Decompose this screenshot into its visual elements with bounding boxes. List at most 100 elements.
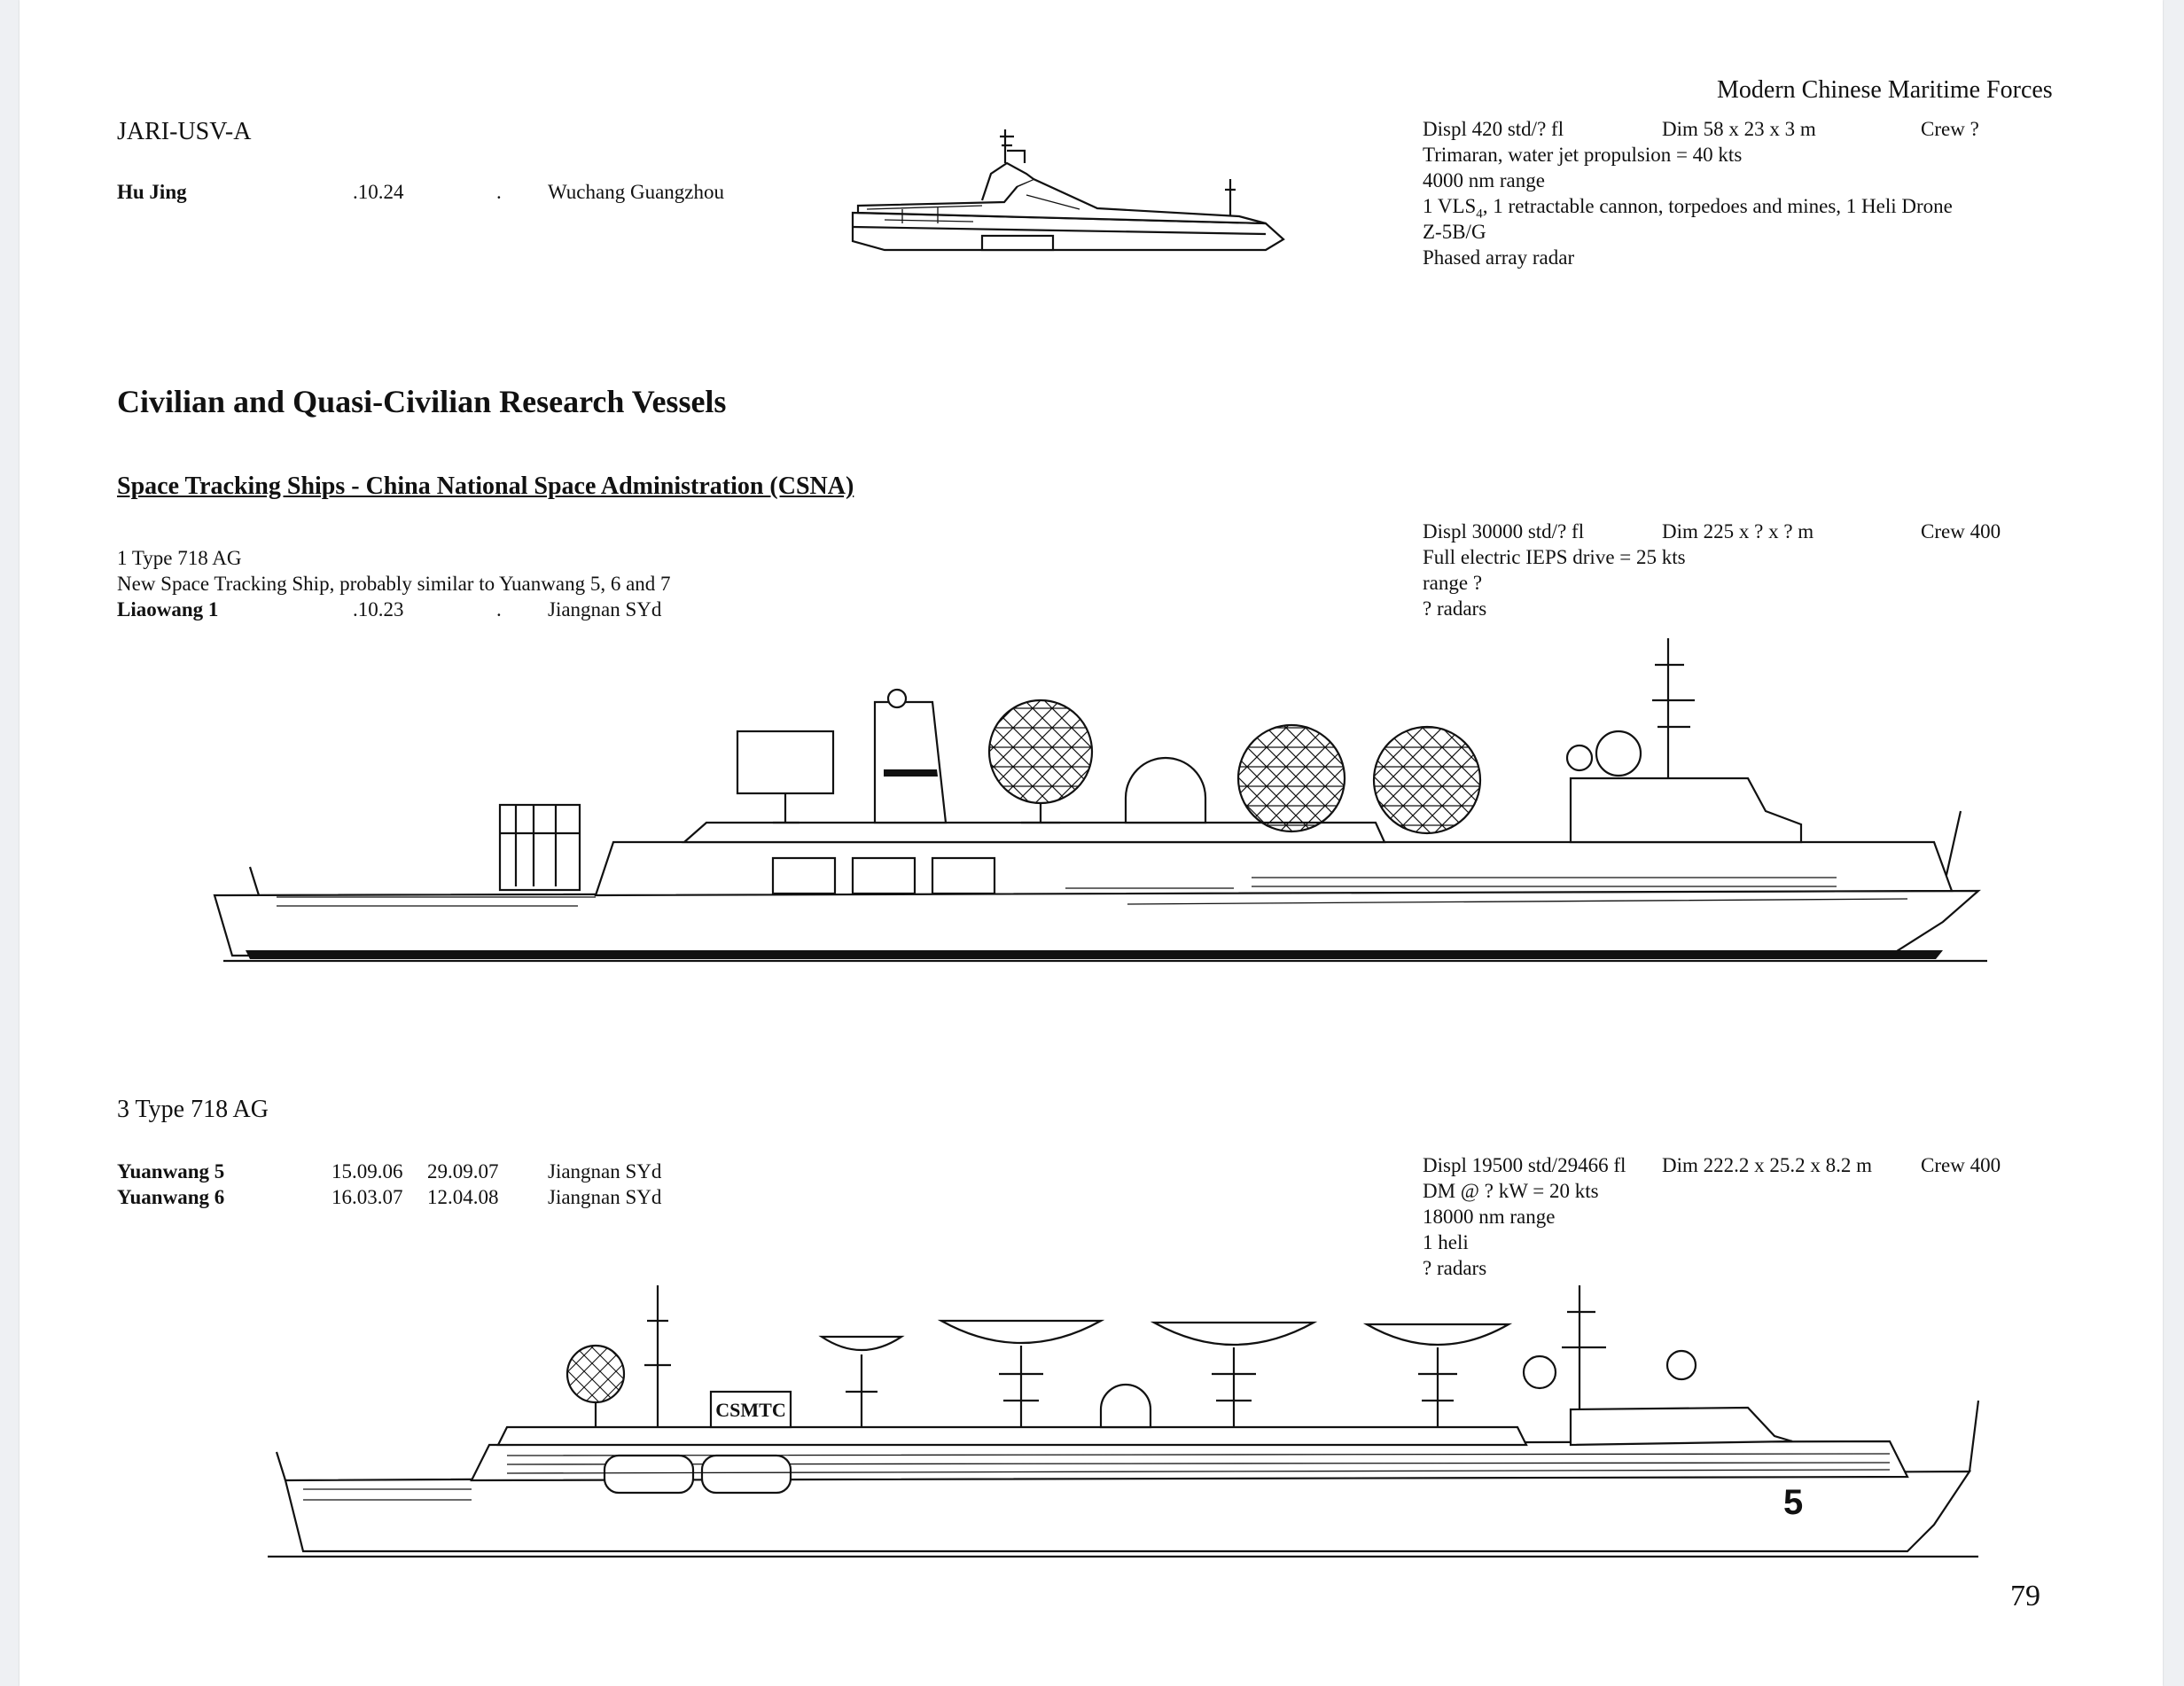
liaowang-dome-2 bbox=[1124, 756, 1207, 824]
usv-launched: .10.24 bbox=[353, 181, 404, 203]
liaowang-class-line: 1 Type 718 AG bbox=[117, 547, 242, 569]
liaowang-mast bbox=[1652, 638, 1695, 778]
liaowang-dome-3 bbox=[1236, 723, 1346, 833]
usv-displacement: Displ 420 std/? fl bbox=[1423, 118, 1564, 140]
yuanwang-crew: Crew 400 bbox=[1921, 1154, 2001, 1176]
liaowang-lifeboat-1 bbox=[771, 856, 837, 895]
liaowang-antenna-screen bbox=[736, 730, 835, 795]
running-header: Modern Chinese Maritime Forces bbox=[1717, 76, 2053, 104]
yuanwang-dome-aft bbox=[566, 1344, 626, 1404]
usv-ship-drawing bbox=[851, 129, 1285, 252]
yuanwang-upper-deck bbox=[496, 1425, 1528, 1447]
usv-commissioned: . bbox=[496, 181, 502, 203]
yuanwang-dish-1 bbox=[818, 1335, 905, 1351]
liaowang-crane bbox=[498, 803, 581, 892]
yuanwang-dish-3 bbox=[1150, 1321, 1318, 1346]
yuanwang-ship-name-1: Yuanwang 5 bbox=[117, 1160, 225, 1183]
liaowang-lifeboat-2 bbox=[851, 856, 916, 895]
yuanwang-small-dome bbox=[1099, 1383, 1152, 1429]
usv-bridge bbox=[980, 161, 1034, 201]
liaowang-crew: Crew 400 bbox=[1921, 520, 2001, 542]
liaowang-crane-detail bbox=[500, 805, 580, 886]
liaowang-antenna-pedestal bbox=[773, 793, 800, 824]
yuanwang-fore-mast bbox=[1562, 1285, 1606, 1409]
usv-propulsion: Trimaran, water jet propulsion = 40 kts bbox=[1423, 144, 1743, 166]
liaowang-deck-lines bbox=[277, 896, 1908, 907]
liaowang-dome-4 bbox=[1372, 725, 1482, 835]
liaowang-commissioned: . bbox=[496, 598, 502, 621]
usv-armament-sub: 4 bbox=[1476, 207, 1483, 222]
yuanwang-bridge-dome-1 bbox=[1522, 1354, 1557, 1390]
yuanwang-dish-4-pedestal bbox=[1418, 1347, 1457, 1427]
usv-armament-a: 1 VLS bbox=[1423, 195, 1477, 217]
usv-armament-cont: Z-5B/G bbox=[1423, 221, 1486, 243]
yuanwang-bridge-dome-2 bbox=[1665, 1349, 1697, 1381]
yuanwang-dish-4 bbox=[1362, 1323, 1513, 1346]
liaowang-small-dome-1 bbox=[1565, 744, 1594, 772]
liaowang-description: New Space Tracking Ship, probably simila… bbox=[117, 573, 671, 595]
liaowang-funnel bbox=[873, 700, 948, 824]
yuanwang-dish-3-pedestal bbox=[1212, 1347, 1256, 1427]
usv-mast bbox=[1000, 129, 1026, 163]
liaowang-ship-name: Liaowang 1 bbox=[117, 598, 219, 621]
yuanwang-staffs bbox=[275, 1400, 1980, 1481]
yuanwang-dish-2 bbox=[937, 1319, 1105, 1344]
usv-waterline bbox=[852, 225, 1267, 236]
yuanwang-window-row bbox=[506, 1469, 1891, 1474]
usv-builder: Wuchang Guangzhou bbox=[548, 181, 724, 203]
yuanwang-ship-drawing: CSMTC 5 bbox=[268, 1285, 1980, 1558]
liaowang-ship-drawing bbox=[213, 638, 1987, 963]
liaowang-propulsion: Full electric IEPS drive = 25 kts bbox=[1423, 546, 1686, 568]
yuanwang-main-mast bbox=[644, 1285, 671, 1427]
yuanwang-builder-1: Jiangnan SYd bbox=[548, 1160, 662, 1183]
usv-sponson bbox=[980, 234, 1055, 252]
liaowang-upper-deck bbox=[682, 821, 1386, 844]
yuanwang-deck-lines bbox=[303, 1453, 1891, 1501]
liaowang-builder: Jiangnan SYd bbox=[548, 598, 662, 621]
yuanwang-commissioned-2: 12.04.08 bbox=[427, 1186, 499, 1208]
yuanwang-builder-2: Jiangnan SYd bbox=[548, 1186, 662, 1208]
liaowang-bridge bbox=[1569, 777, 1803, 844]
yuanwang-bridge bbox=[1569, 1406, 1793, 1447]
liaowang-lifeboat-3 bbox=[931, 856, 996, 895]
liaowang-funnel-band bbox=[884, 769, 938, 777]
document-page: Modern Chinese Maritime Forces JARI-USV-… bbox=[20, 0, 2163, 1686]
usv-dimensions: Dim 58 x 23 x 3 m bbox=[1662, 118, 1816, 140]
yuanwang-lifeboat-1 bbox=[603, 1454, 695, 1495]
usv-crew: Crew ? bbox=[1921, 118, 1979, 140]
liaowang-small-dome-2 bbox=[1595, 730, 1642, 777]
section-title: Civilian and Quasi-Civilian Research Ves… bbox=[117, 384, 727, 419]
yuanwang-launched-2: 16.03.07 bbox=[332, 1186, 403, 1208]
yuanwang-dish-1-pedestal bbox=[846, 1354, 878, 1427]
yuanwang-ship-name-2: Yuanwang 6 bbox=[117, 1186, 225, 1208]
usv-armament-b: , 1 retractable cannon, torpedoes and mi… bbox=[1482, 195, 1953, 217]
liaowang-displacement: Displ 30000 std/? fl bbox=[1423, 520, 1585, 542]
yuanwang-propulsion: DM @ ? kW = 20 kts bbox=[1423, 1180, 1599, 1202]
yuanwang-hull-number: 5 bbox=[1783, 1483, 1803, 1522]
usv-details bbox=[866, 194, 1080, 223]
liaowang-funnel-cap bbox=[886, 688, 908, 709]
yuanwang-hull bbox=[284, 1470, 1972, 1553]
yuanwang-lifeboat-2 bbox=[700, 1454, 792, 1495]
liaowang-range: range ? bbox=[1423, 572, 1483, 594]
yuanwang-displacement: Displ 19500 std/29466 fl bbox=[1423, 1154, 1626, 1176]
usv-aft-mast bbox=[1225, 179, 1236, 216]
usv-radar: Phased array radar bbox=[1423, 246, 1575, 269]
yuanwang-radar: ? radars bbox=[1423, 1257, 1487, 1279]
yuanwang-class-line: 3 Type 718 AG bbox=[117, 1096, 269, 1123]
liaowang-window-rows bbox=[1065, 877, 1837, 889]
liaowang-boot-topping bbox=[246, 950, 1943, 959]
yuanwang-range: 18000 nm range bbox=[1423, 1206, 1556, 1228]
yuanwang-aviation: 1 heli bbox=[1423, 1231, 1469, 1253]
section-subtitle: Space Tracking Ships - China National Sp… bbox=[117, 472, 854, 500]
liaowang-dome-1 bbox=[987, 699, 1094, 805]
yuanwang-dish-2-pedestal bbox=[999, 1346, 1043, 1427]
yuanwang-commissioned-1: 29.09.07 bbox=[427, 1160, 499, 1183]
usv-class-title: JARI-USV-A bbox=[117, 118, 252, 145]
page-number: 79 bbox=[2010, 1580, 2040, 1612]
usv-armament: 1 VLS4, 1 retractable cannon, torpedoes … bbox=[1423, 193, 1953, 228]
liaowang-radar: ? radars bbox=[1423, 597, 1487, 620]
liaowang-dimensions: Dim 225 x ? x ? m bbox=[1662, 520, 1814, 542]
yuanwang-launched-1: 15.09.06 bbox=[332, 1160, 403, 1183]
yuanwang-funnel bbox=[709, 1390, 792, 1429]
